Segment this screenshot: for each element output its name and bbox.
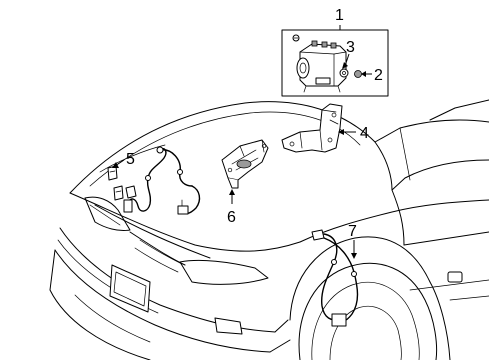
abs-actuator-assembly <box>281 29 389 97</box>
callout-4: 4 <box>338 125 369 142</box>
callout-3: 3 <box>342 39 355 69</box>
callout-5: 5 <box>112 151 135 168</box>
callout-label-2: 2 <box>374 67 383 84</box>
actuator-bracket <box>281 103 343 153</box>
callout-label-6: 6 <box>227 209 236 226</box>
callout-7: 7 <box>348 223 357 259</box>
vehicle-outline <box>49 99 489 360</box>
callout-label-5: 5 <box>126 151 135 168</box>
callout-label-7: 7 <box>348 223 357 240</box>
callout-label-3: 3 <box>346 39 355 56</box>
abs-control-module <box>221 139 269 189</box>
rear-speed-sensor <box>311 229 359 327</box>
front-speed-sensor <box>107 146 201 215</box>
callout-label-4: 4 <box>360 125 369 142</box>
callout-2: 2 <box>361 67 383 84</box>
callout-1: 1 <box>335 7 344 30</box>
callout-label-1: 1 <box>335 7 344 24</box>
callout-6: 6 <box>227 189 236 226</box>
